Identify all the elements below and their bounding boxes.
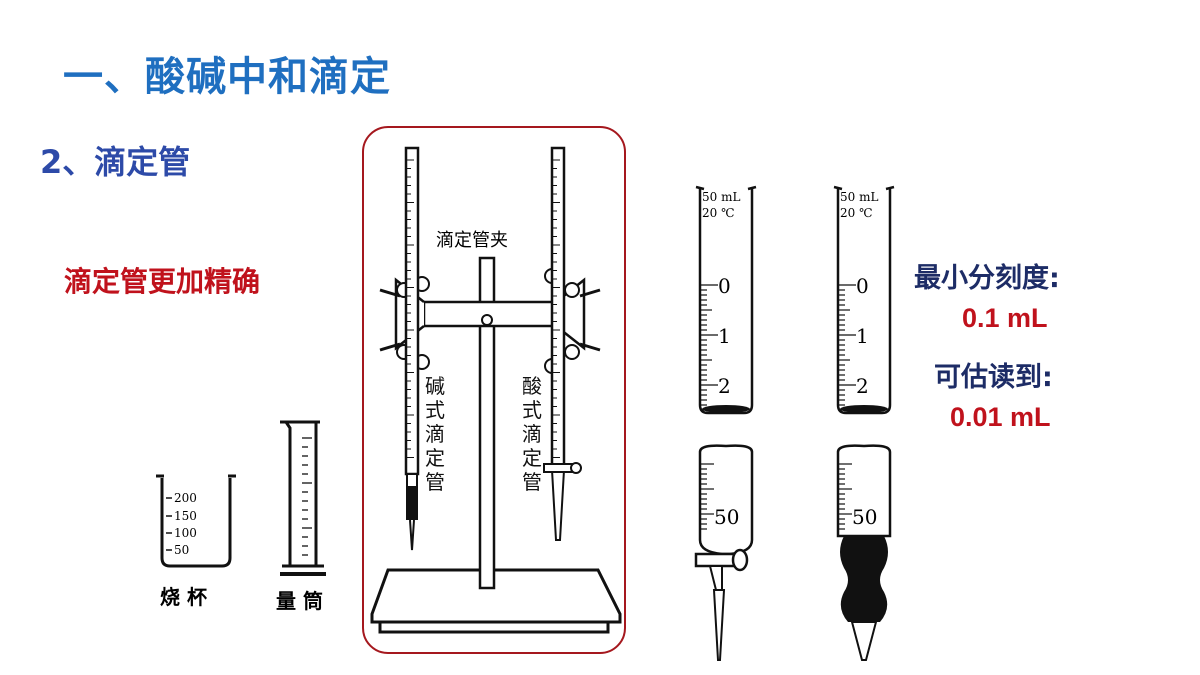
scale-1-right: 1: [856, 324, 869, 348]
page-title: 一、酸碱中和滴定: [63, 54, 391, 100]
bottom-50-acid: 50: [714, 505, 739, 529]
estimate-label: 可估读到:: [934, 362, 1053, 393]
section-subtitle: 2、滴定管: [40, 143, 191, 181]
acid-burette-label: 酸式滴定管: [522, 374, 542, 494]
min-scale-value: 0.1 mL: [962, 303, 1048, 333]
top-label-20c-right: 20 ℃: [840, 206, 873, 220]
burette-bottom-detail-base: 50: [836, 444, 892, 661]
burette-bottom-detail-acid: 50: [694, 444, 754, 661]
min-scale-label: 最小分刻度:: [914, 263, 1060, 294]
burette-stand-frame: [362, 126, 626, 654]
cylinder-caption: 量 筒: [276, 589, 323, 613]
beaker-caption: 烧 杯: [160, 585, 207, 609]
scale-2-left: 2: [718, 374, 731, 398]
scale-1-left: 1: [718, 324, 731, 348]
beaker-mark-50: 50: [174, 543, 189, 557]
top-label-20c-left: 20 ℃: [702, 206, 735, 220]
base-burette-label: 碱式滴定管: [425, 374, 445, 494]
estimate-value: 0.01 mL: [950, 402, 1051, 432]
scale-0-left: 0: [718, 274, 731, 298]
beaker-mark-200: 200: [174, 491, 197, 505]
bottom-50-base: 50: [852, 505, 877, 529]
note-text: 滴定管更加精确: [64, 265, 261, 298]
scale-0-right: 0: [856, 274, 869, 298]
measuring-cylinder-illustration: 量 筒: [276, 420, 326, 613]
burette-stand-illustration: 滴定管夹: [370, 146, 622, 634]
scale-2-right: 2: [856, 374, 869, 398]
beaker-mark-150: 150: [174, 509, 197, 523]
top-label-50ml-left: 50 mL: [702, 190, 740, 204]
top-label-50ml-right: 50 mL: [840, 190, 878, 204]
clamp-label: 滴定管夹: [436, 230, 508, 251]
burette-top-detail-right: 50 mL 20 ℃ 0 1 2: [833, 185, 895, 415]
beaker-mark-100: 100: [174, 526, 197, 540]
beaker-illustration: 200 150 100 50 烧 杯: [156, 474, 236, 609]
burette-top-detail-left: 50 mL 20 ℃ 0 1 2: [695, 185, 757, 415]
